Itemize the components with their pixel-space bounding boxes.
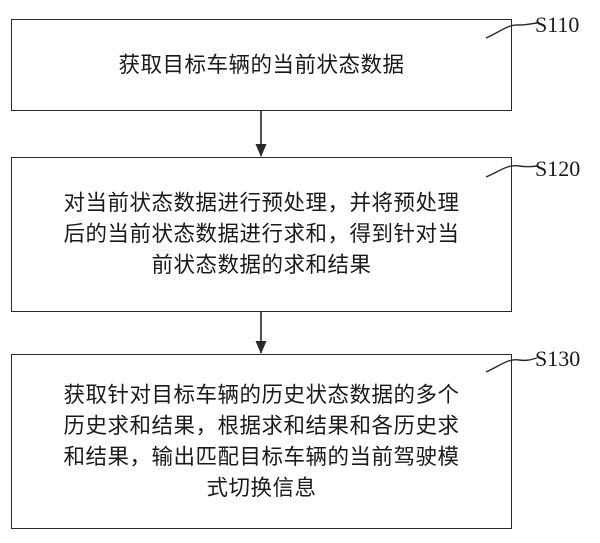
arrowhead-step-2-to-3 [255, 341, 267, 354]
arrowhead-step-1-to-2 [255, 144, 267, 157]
step-box-s120: 对当前状态数据进行预处理，并将预处理 后的当前状态数据进行求和，得到针对当 前状… [11, 157, 512, 312]
leader-line-step-1 [485, 22, 538, 39]
step-box-s130: 获取针对目标车辆的历史状态数据的多个 历史求和结果，根据求和结果和各历史求 和结… [11, 354, 512, 529]
step-text-s110: 获取目标车辆的当前状态数据 [118, 52, 405, 78]
step-label-s110: S110 [535, 12, 580, 37]
step-text-s130: 获取针对目标车辆的历史状态数据的多个 历史求和结果，根据求和结果和各历史求 和结… [63, 382, 460, 501]
leader-line-step-3 [485, 357, 538, 373]
step-text-s120: 对当前状态数据进行预处理，并将预处理 后的当前状态数据进行求和，得到针对当 前状… [63, 191, 460, 278]
step-label-s120: S120 [535, 156, 581, 181]
leader-line-step-2 [485, 164, 538, 178]
step-label-s130: S130 [535, 346, 581, 371]
step-box-s110: 获取目标车辆的当前状态数据 [11, 19, 512, 111]
